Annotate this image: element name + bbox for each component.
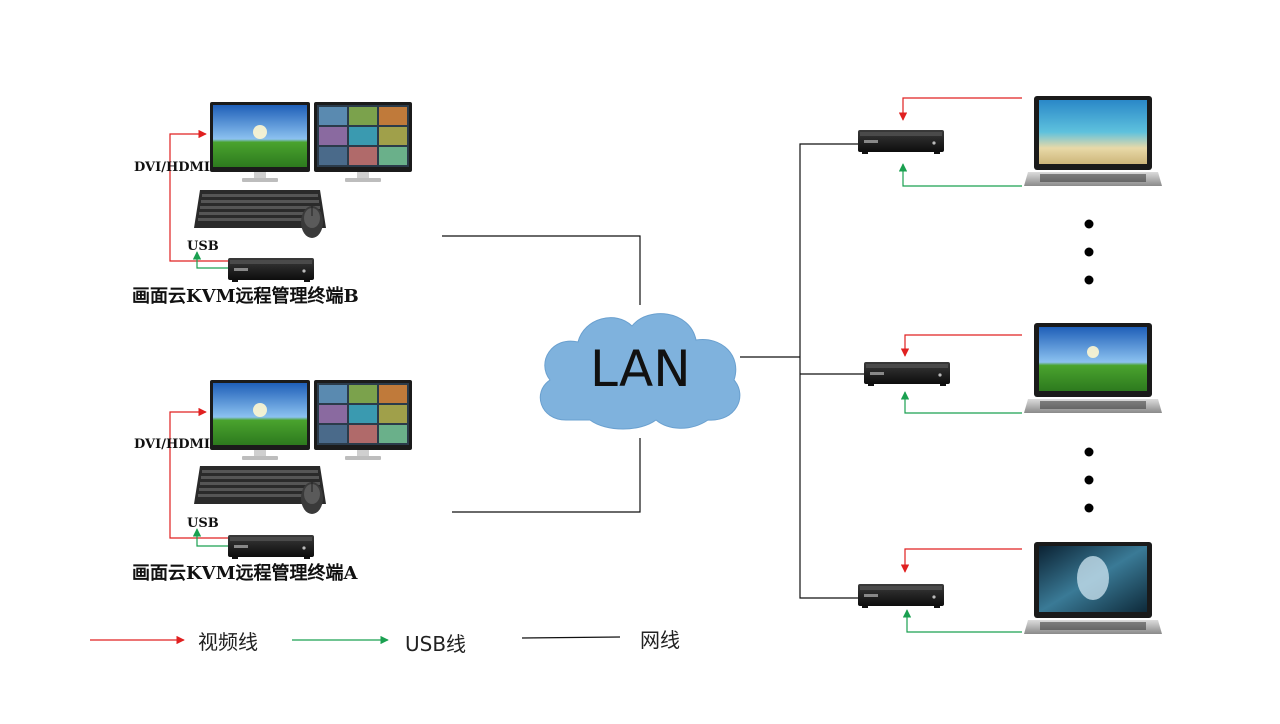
receiver-row-2 [864, 323, 1162, 414]
usb-cable-line [902, 609, 1022, 633]
video-cable-line [898, 97, 1022, 121]
receiver-row-3 [858, 542, 1162, 634]
video-cable-line [169, 129, 228, 262]
usb-cable-line [192, 251, 228, 269]
terminal-a-label: 画面云KVM远程管理终端A [132, 563, 358, 584]
legend-usb-label: USB线 [405, 632, 467, 656]
laptop-icon [1024, 96, 1162, 186]
receiver-row-1 [858, 96, 1162, 187]
kvm-box-icon [858, 130, 944, 154]
lan-label: LAN [590, 340, 691, 398]
ellipsis-dots [1084, 219, 1094, 513]
legend-net-line [521, 636, 621, 639]
terminal-a-group [169, 380, 412, 559]
kvm-box-icon [228, 258, 314, 282]
video-cable-line [900, 548, 1022, 573]
network-line-b [442, 235, 641, 305]
mouse-icon [300, 481, 324, 515]
legend-net-label: 网线 [640, 628, 680, 652]
usb-port-label: USB [187, 239, 219, 254]
network-bus [799, 143, 858, 599]
laptop-icon [1024, 542, 1162, 634]
monitor-icon [210, 102, 310, 182]
kvm-box-icon [228, 535, 314, 559]
monitor-icon [314, 380, 412, 460]
usb-cable-line [900, 391, 1022, 414]
video-port-label: DVI/HDMI [134, 437, 210, 452]
usb-cable-line [898, 163, 1022, 187]
monitor-icon [314, 102, 412, 182]
usb-port-label: USB [187, 516, 219, 531]
laptop-icon [1024, 323, 1162, 413]
monitor-icon [210, 380, 310, 460]
terminal-b-label: 画面云KVM远程管理终端B [132, 286, 359, 307]
video-cable-line [900, 334, 1022, 357]
mouse-icon [300, 205, 324, 239]
kvm-box-icon [864, 362, 950, 386]
usb-cable-line [192, 528, 228, 547]
cloud-icon [539, 313, 741, 430]
video-cable-line [169, 407, 228, 539]
video-port-label: DVI/HDMI [134, 160, 210, 175]
terminal-b-group [169, 102, 412, 282]
network-line-a [452, 438, 641, 513]
kvm-box-icon [858, 584, 944, 608]
legend-video-label: 视频线 [198, 630, 258, 654]
